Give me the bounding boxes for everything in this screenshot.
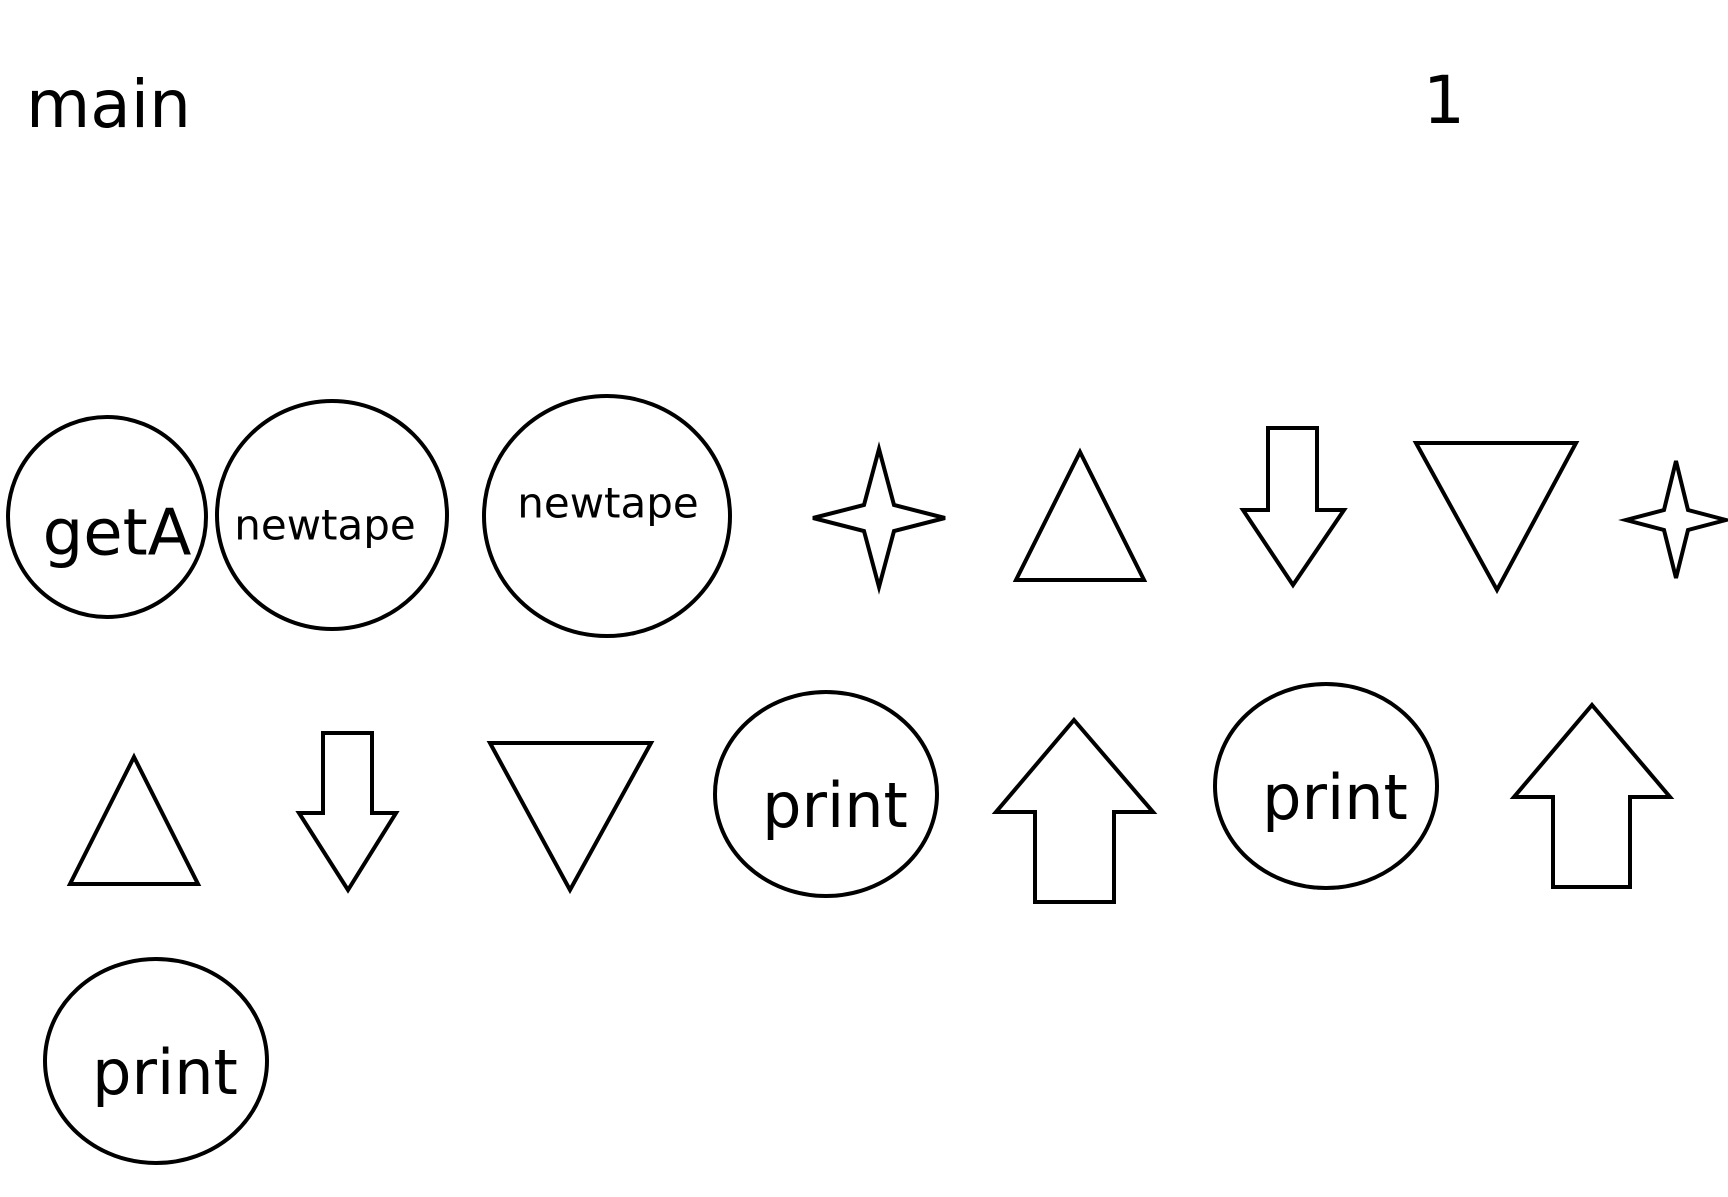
circle-node — [482, 394, 732, 638]
block-label: newtape — [234, 501, 416, 550]
triangle-up-icon[interactable] — [1012, 447, 1148, 582]
program-title: main — [26, 66, 191, 143]
four-point-star-icon[interactable] — [1618, 460, 1728, 579]
arrow-up-icon[interactable] — [991, 716, 1158, 904]
block-getA[interactable]: getA — [6, 415, 208, 619]
triangle-down-icon[interactable] — [486, 741, 655, 895]
block-print-3[interactable]: print — [43, 957, 269, 1165]
triangle-down-icon[interactable] — [1412, 441, 1580, 595]
block-newtape-1[interactable]: newtape — [215, 399, 449, 631]
circle-node — [1213, 682, 1439, 890]
block-label: getA — [43, 497, 192, 571]
block-label: print — [1262, 761, 1408, 834]
arrow-down-icon[interactable] — [295, 731, 400, 894]
circle-node — [6, 415, 208, 619]
arrow-up-icon[interactable] — [1509, 701, 1675, 889]
block-label: print — [762, 769, 908, 842]
four-point-star-icon[interactable] — [812, 441, 946, 595]
block-label: newtape — [517, 479, 699, 528]
block-print-1[interactable]: print — [713, 690, 939, 898]
circle-node — [713, 690, 939, 898]
arrow-down-icon[interactable] — [1239, 426, 1348, 589]
page-number: 1 — [1423, 62, 1465, 139]
circle-node — [215, 399, 449, 631]
circle-node — [43, 957, 269, 1165]
block-print-2[interactable]: print — [1213, 682, 1439, 890]
block-label: print — [92, 1036, 238, 1109]
triangle-up-icon[interactable] — [66, 752, 202, 886]
block-newtape-2[interactable]: newtape — [482, 394, 732, 638]
